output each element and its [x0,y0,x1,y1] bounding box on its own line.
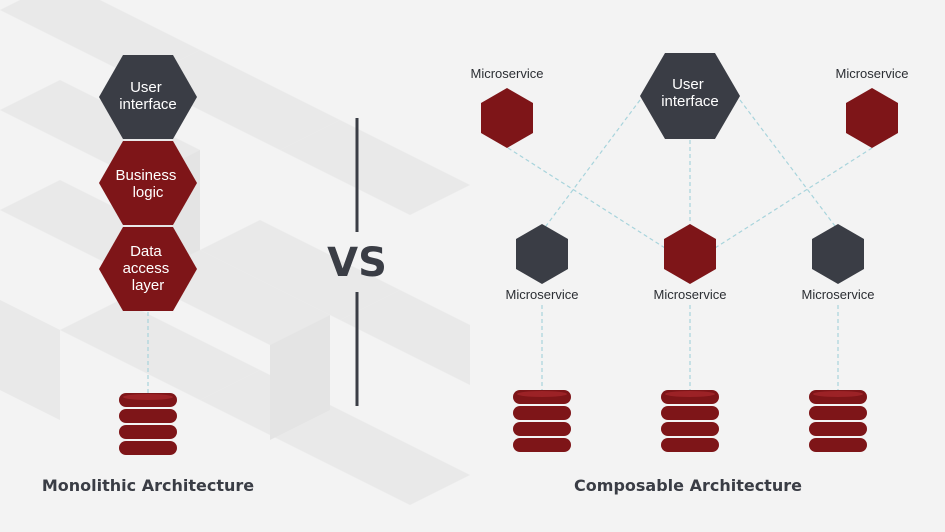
microservice-label: Microservice [836,66,909,81]
bottom-microservice-center: Microservice [654,224,727,302]
composable-architecture-title: Composable Architecture [574,476,802,495]
monolith-stack: User interface Business logic Data acces… [99,55,197,311]
monolith-layer-data-access: Data access layer [99,227,197,311]
vs-divider: VS [327,118,387,406]
monolith-layer-user-interface: User interface [99,55,197,139]
database-top [517,391,567,397]
database-top [123,394,173,400]
microservice-label: Microservice [506,287,579,302]
connector-ui-ms-left [542,99,641,231]
microservice-hexagon [516,224,568,284]
bottom-microservice-right: Microservice [802,224,875,302]
top-microservice-right: Microservice [836,66,909,148]
connector-topleft-ms-center [507,147,666,249]
microservice-label: Microservice [654,287,727,302]
database-disk [513,422,571,436]
database-disk [809,406,867,420]
microservice-hexagon [481,88,533,148]
microservice-label: Microservice [471,66,544,81]
composable-user-interface-label: User interface [661,76,719,110]
database-top [813,391,863,397]
database-disk [661,422,719,436]
bottom-microservice-left: Microservice [506,224,579,302]
database-disk [119,441,177,455]
data-access-hexagon [99,227,197,311]
composable-user-interface-hexagon [640,53,740,139]
monolith-database-icon [119,393,177,455]
monolithic-architecture-title: Monolithic Architecture [42,476,254,495]
database-disk [661,406,719,420]
connector-topright-ms-center [714,147,873,249]
microservice-hexagon [664,224,716,284]
top-microservice-left: Microservice [471,66,544,148]
microservice-hexagon [812,224,864,284]
connectors [147,99,873,395]
database-disk [809,438,867,452]
composable-database-icon-right [809,390,867,452]
composable-user-interface: User interface [640,53,740,139]
database-top [665,391,715,397]
database-disk [513,406,571,420]
data-access-label: Data access layer [123,243,174,294]
connector-ui-ms-right [739,99,839,231]
composable-database-icon-center [661,390,719,452]
background-pattern [0,0,470,505]
business-logic-label: Business logic [115,167,180,201]
vs-label: VS [327,240,387,286]
composable-database-icon-left [513,390,571,452]
user-interface-hexagon [99,55,197,139]
database-disk [809,422,867,436]
database-disk [513,438,571,452]
business-logic-hexagon [99,141,197,225]
database-disk [661,438,719,452]
monolith-layer-business-logic: Business logic [99,141,197,225]
database-disk [119,409,177,423]
user-interface-label: User interface [119,79,177,113]
microservice-label: Microservice [802,287,875,302]
microservice-hexagon [846,88,898,148]
database-disk [119,425,177,439]
